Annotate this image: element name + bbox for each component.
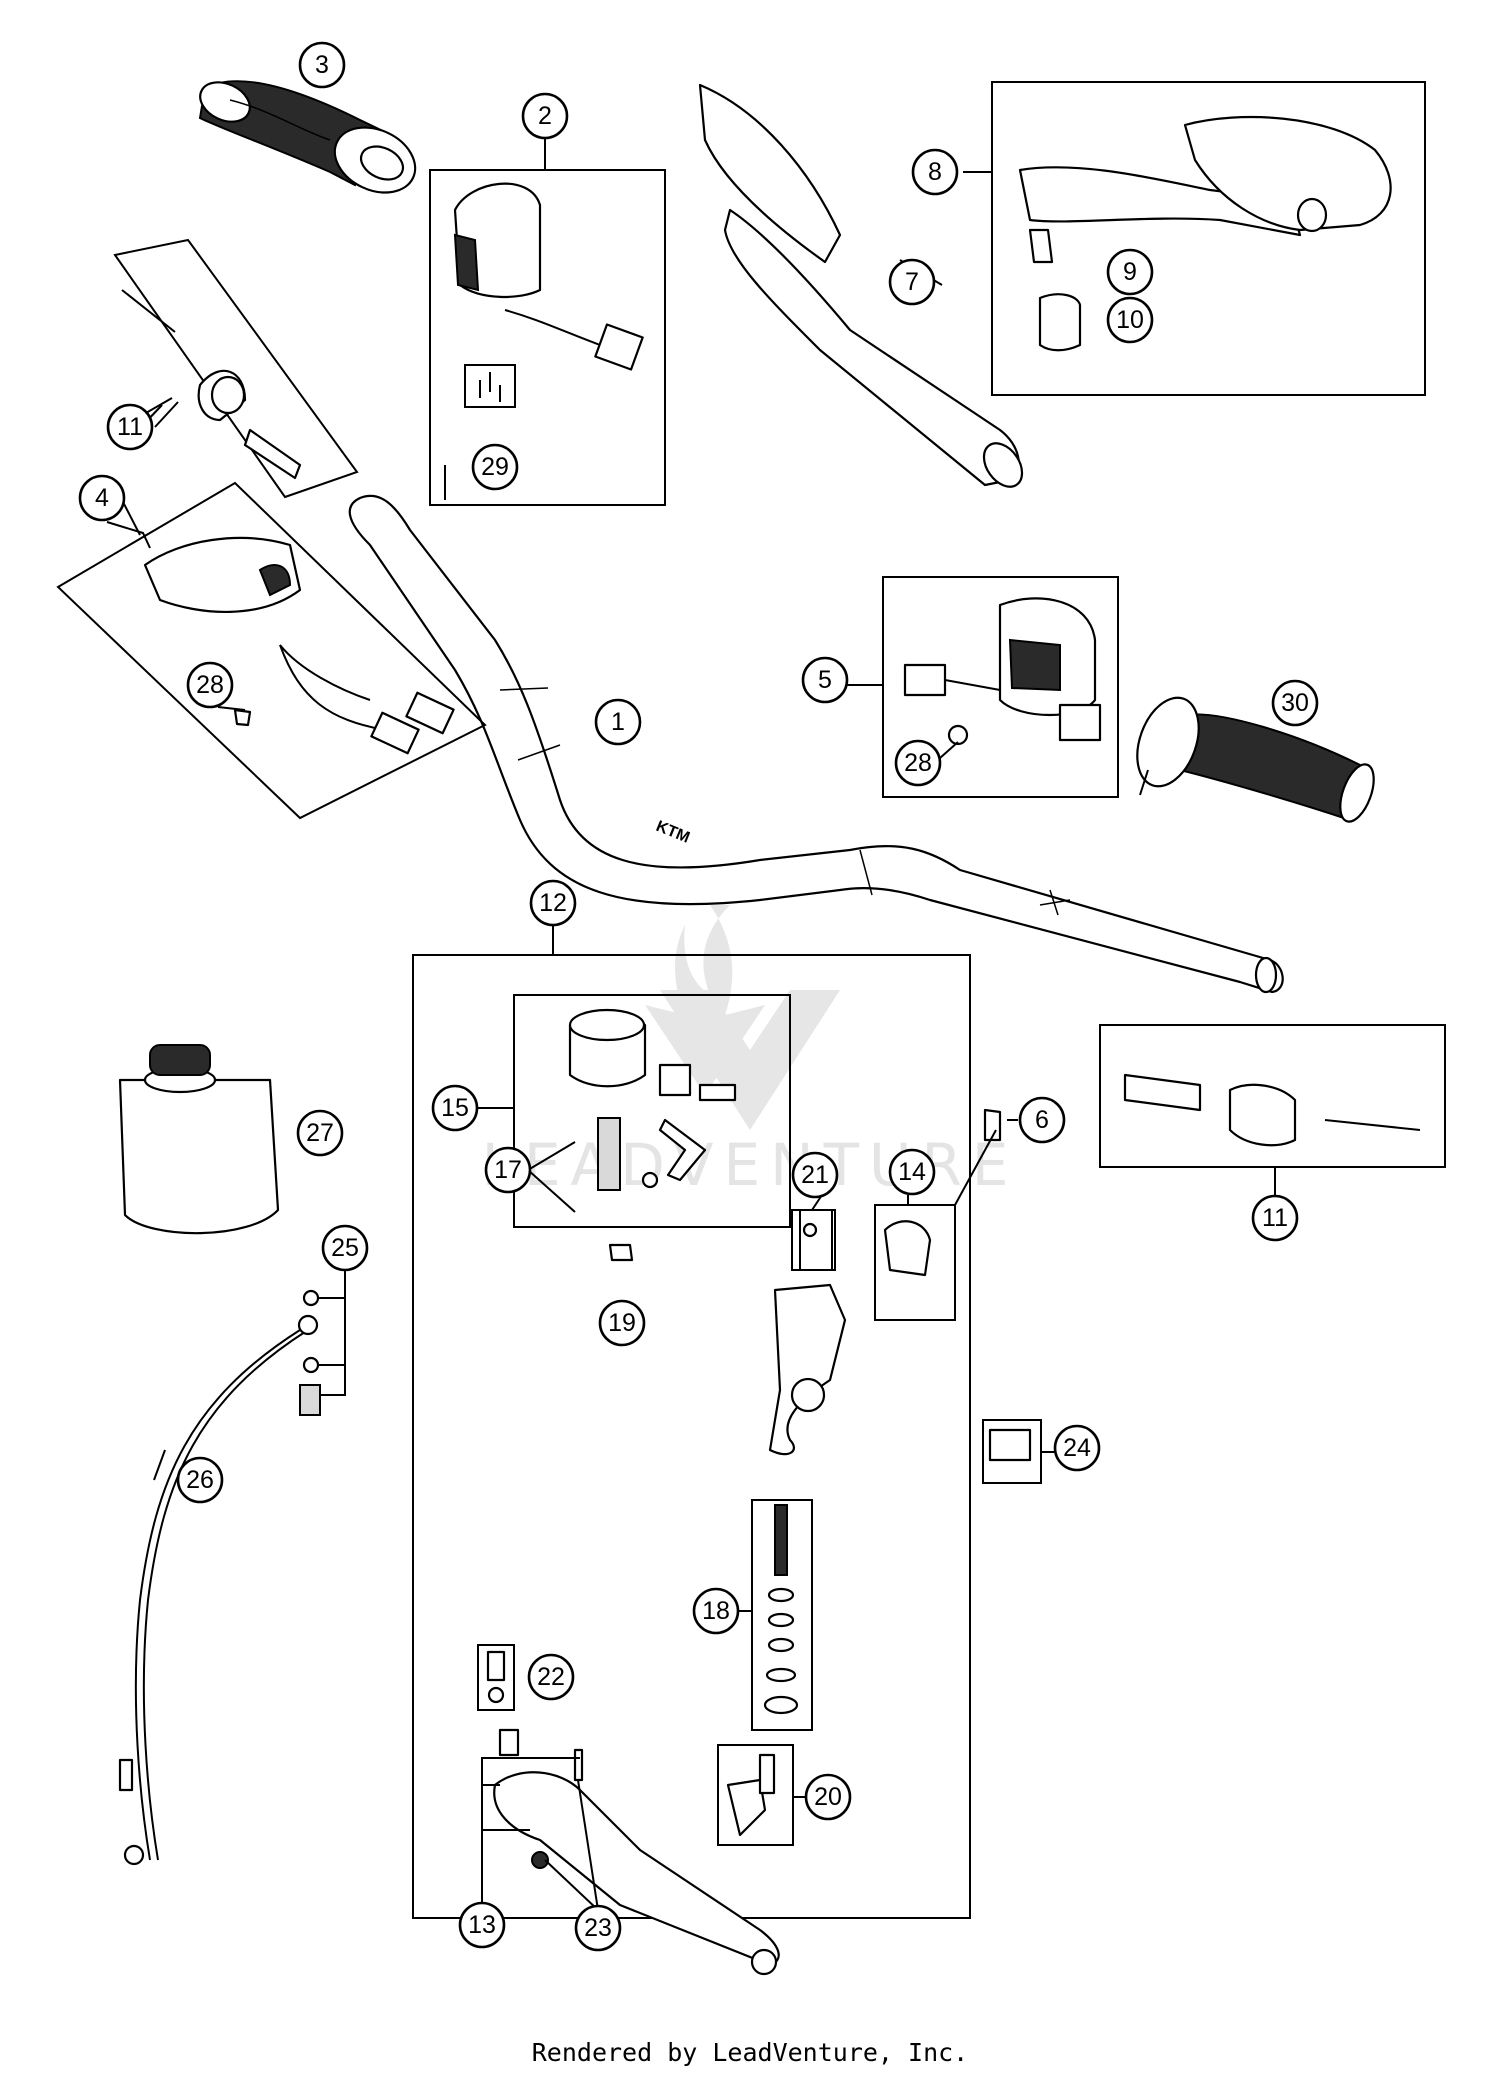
svg-text:1: 1 — [611, 708, 625, 736]
svg-text:24: 24 — [1063, 1434, 1091, 1462]
svg-text:14: 14 — [898, 1158, 926, 1186]
brake-fluid-can — [118, 1044, 280, 1235]
callout-6: 6 — [1018, 1096, 1066, 1144]
footer-credit: Rendered by LeadVenture, Inc. — [531, 2038, 969, 2067]
reservoir-cap — [568, 1008, 737, 1191]
box-20 — [717, 1744, 794, 1846]
svg-text:18: 18 — [702, 1597, 730, 1625]
callout-24: 24 — [1053, 1424, 1101, 1472]
watermark-text: LEADVENTURE — [482, 1131, 1019, 1199]
svg-text:27: 27 — [306, 1119, 334, 1147]
box-8 — [991, 81, 1426, 396]
box-11-right — [1099, 1024, 1446, 1168]
svg-text:9: 9 — [1123, 258, 1137, 286]
lever-adjuster — [726, 1753, 776, 1837]
callout-4: 4 — [78, 474, 126, 522]
svg-text:25: 25 — [331, 1234, 359, 1262]
callout-11a: 11 — [106, 403, 154, 451]
box-15 — [513, 994, 791, 1228]
brake-hose — [118, 1289, 321, 1866]
svg-text:4: 4 — [95, 484, 109, 512]
svg-text:15: 15 — [441, 1094, 469, 1122]
svg-text:KTM: KTM — [654, 818, 693, 847]
box-2 — [429, 169, 666, 506]
left-switch-assembly — [453, 182, 644, 408]
callout-29: 29 — [471, 443, 519, 491]
box-4 — [56, 481, 487, 820]
svg-text:6: 6 — [1035, 1106, 1049, 1134]
callout-15: 15 — [431, 1084, 479, 1132]
svg-text:5: 5 — [818, 666, 832, 694]
callout-8: 8 — [911, 148, 959, 196]
svg-text:13: 13 — [468, 1911, 496, 1939]
callout-9: 9 — [1106, 248, 1154, 296]
svg-text:19: 19 — [608, 1309, 636, 1337]
svg-text:28: 28 — [196, 671, 224, 699]
svg-text:22: 22 — [537, 1663, 565, 1691]
callout-19: 19 — [598, 1299, 646, 1347]
callout-27: 27 — [296, 1109, 344, 1157]
callout-28a: 28 — [186, 661, 234, 709]
svg-text:7: 7 — [905, 268, 919, 296]
right-grip — [1136, 696, 1375, 823]
svg-text:11: 11 — [117, 413, 143, 441]
svg-text:3: 3 — [315, 51, 329, 79]
callout-14: 14 — [888, 1148, 936, 1196]
callout-2: 2 — [521, 92, 569, 140]
callout-23: 23 — [574, 1904, 622, 1952]
callout-12: 12 — [529, 879, 577, 927]
left-switch-cable — [143, 536, 455, 755]
callout-17: 17 — [484, 1146, 532, 1194]
svg-text:23: 23 — [584, 1914, 612, 1942]
small-parts — [486, 1222, 1032, 1704]
left-grip — [198, 80, 417, 194]
bar-end-right — [1123, 1073, 1421, 1147]
box-11-left — [113, 238, 359, 499]
mirror-left — [698, 83, 1024, 488]
callout-1: 1 — [594, 698, 642, 746]
box-22 — [477, 1644, 515, 1711]
box-5 — [882, 576, 1119, 798]
brake-lever — [493, 1728, 780, 1976]
box-12 — [412, 954, 971, 1919]
box-18 — [751, 1499, 813, 1731]
callout-22: 22 — [527, 1653, 575, 1701]
watermark: LEADVENTURE — [482, 905, 1019, 1199]
callout-7: 7 — [888, 258, 936, 306]
svg-text:28: 28 — [904, 749, 932, 777]
svg-text:29: 29 — [481, 453, 509, 481]
piston-kit — [763, 1504, 799, 1715]
callout-5: 5 — [801, 656, 849, 704]
callout-11b: 11 — [1251, 1194, 1299, 1242]
callout-3: 3 — [298, 41, 346, 89]
svg-text:17: 17 — [494, 1156, 522, 1184]
svg-text:10: 10 — [1116, 306, 1144, 334]
callout-25: 25 — [321, 1224, 369, 1272]
box-21 — [791, 1209, 833, 1271]
svg-text:21: 21 — [801, 1161, 829, 1189]
svg-text:20: 20 — [814, 1783, 842, 1811]
callout-10: 10 — [1106, 296, 1154, 344]
right-switch-assembly — [903, 597, 1102, 746]
callout-21: 21 — [791, 1151, 839, 1199]
callout-28b: 28 — [894, 739, 942, 787]
callout-30: 30 — [1271, 679, 1319, 727]
svg-text:11: 11 — [1262, 1204, 1288, 1232]
bar-end-left — [121, 289, 302, 480]
svg-text:2: 2 — [538, 102, 552, 130]
callout-18: 18 — [692, 1587, 740, 1635]
box-14 — [874, 1204, 956, 1321]
mirror-right — [1018, 115, 1392, 352]
svg-text:30: 30 — [1281, 689, 1309, 717]
svg-text:12: 12 — [539, 889, 567, 917]
callout-26: 26 — [176, 1456, 224, 1504]
callout-20: 20 — [804, 1773, 852, 1821]
svg-text:8: 8 — [928, 158, 942, 186]
svg-text:26: 26 — [186, 1466, 214, 1494]
callout-13: 13 — [458, 1901, 506, 1949]
leader-lines — [106, 138, 1276, 1911]
